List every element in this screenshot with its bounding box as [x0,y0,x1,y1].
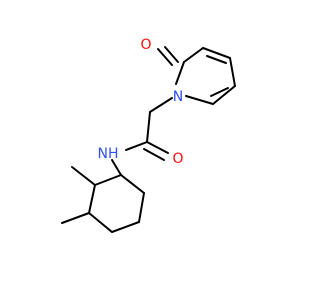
pyridone-oxygen-label: O [140,37,151,53]
bond-ring-c3-c4 [88,212,113,233]
molecule-structure: O N NH O [61,37,236,233]
amide-oxygen-label: O [172,151,183,167]
bond-ring-c1-c2 [94,174,122,186]
structure-canvas: O N NH O [61,37,236,233]
bond-ring-c4-c5 [111,221,140,233]
amide-nitrogen-label: NH [98,146,119,162]
bond-carbonyl-o-double [143,148,165,161]
bond-c2-o-double [157,48,173,66]
bond-carbonyl-n [125,141,148,151]
bond-c4-c5 [229,57,236,87]
bond-c5-c6 [212,85,236,105]
bond-c5-c6-inner [210,87,229,97]
bond-ring-c5-c6 [138,192,145,223]
bond-carbonyl-o [146,141,169,154]
bond-ring-c2-c3 [88,184,96,214]
bond-c2-o [164,46,179,63]
ring-nitrogen-label: N [173,89,183,105]
bond-n1-c2 [175,61,185,85]
bond-c3-c4 [202,47,231,59]
bond-ring-c6-c1 [120,174,145,194]
bond-c2-c3 [183,47,204,63]
bond-ch2-carbonyl [146,111,151,143]
bond-methyl-2 [71,166,96,186]
bond-n1-ch2 [149,97,173,113]
bond-c6-n1 [185,95,214,105]
bond-n-cyclohexyl [111,159,122,176]
bond-methyl-3 [61,212,90,224]
bond-c3-c4-inner [206,55,227,64]
